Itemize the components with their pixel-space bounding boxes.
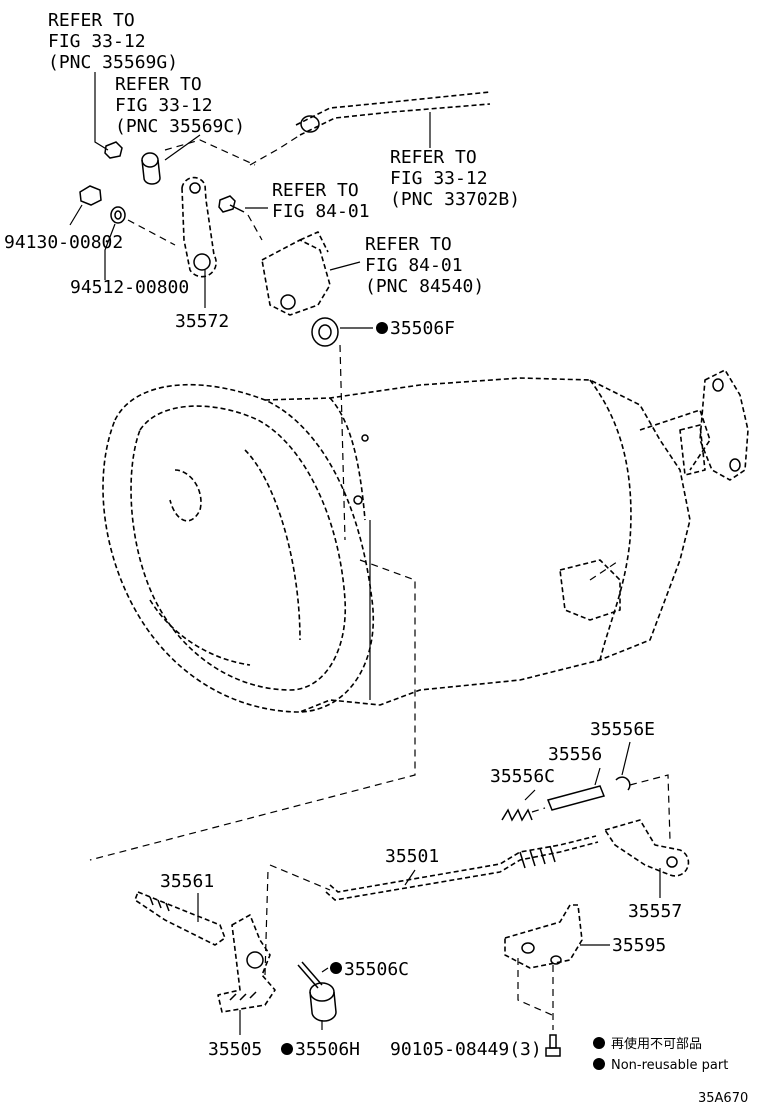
part-number: 35501 xyxy=(385,846,439,867)
part-number: 35556E xyxy=(590,719,655,740)
ref-line: (PNC 35569C) xyxy=(115,116,245,137)
part-number: 94130-00802 xyxy=(4,232,123,253)
ref-line: FIG 84-01 xyxy=(272,201,370,222)
rod-35501-icon: 35501 xyxy=(269,835,599,901)
part-number: 35556C xyxy=(490,766,555,787)
bolt-90105-icon: 90105-08449(3) xyxy=(390,1034,561,1060)
ref-35569g: REFER TO FIG 33-12 (PNC 35569G) xyxy=(48,10,178,73)
part-number: 90105-08449(3) xyxy=(390,1039,542,1060)
part-number: 35506C xyxy=(344,959,409,980)
bracket-35595-icon: 35595 xyxy=(504,904,666,1030)
nut-35569g-icon xyxy=(94,72,123,159)
ref-line: FIG 84-01 xyxy=(365,255,463,276)
pin-35506c-icon: 35506C xyxy=(297,959,409,989)
part-number: 35506H xyxy=(295,1039,360,1060)
legend-en: Non-reusable part xyxy=(611,1058,728,1073)
lever-35572-icon: 35572 xyxy=(175,176,229,332)
figure-code: 35A670 xyxy=(698,1091,748,1106)
bushing-35569c-icon xyxy=(141,134,201,185)
transmission-housing-icon xyxy=(89,369,749,861)
ref-line: FIG 33-12 xyxy=(48,31,146,52)
legend: 再使用不可部品 Non-reusable part xyxy=(593,1036,728,1073)
part-number: 35557 xyxy=(628,901,682,922)
legend-jp: 再使用不可部品 xyxy=(611,1036,702,1052)
ref-84-01: REFER TO FIG 84-01 xyxy=(272,180,370,222)
shaft-35561-icon: 35561 xyxy=(134,871,226,946)
part-number: 35556 xyxy=(548,744,602,765)
ref-84540: REFER TO FIG 84-01 (PNC 84540) xyxy=(365,234,484,297)
ref-line: REFER TO xyxy=(48,10,135,31)
ref-line: (PNC 33702B) xyxy=(390,189,520,210)
washer-94512-icon: 94512-00800 xyxy=(70,206,189,298)
part-number: 35505 xyxy=(208,1039,262,1060)
detent-spring-35557-icon: 35557 xyxy=(604,819,690,922)
part-number: 35572 xyxy=(175,311,229,332)
cable-end-icon xyxy=(164,91,491,166)
bolt-icon xyxy=(218,195,268,241)
pin-35556-icon: 35556 xyxy=(546,744,606,811)
nut-94130-icon: 94130-00802 xyxy=(4,185,123,253)
ref-line: FIG 33-12 xyxy=(390,168,488,189)
collar-35506h-icon: 35506H xyxy=(281,982,360,1060)
part-35556e: 35556E xyxy=(590,719,671,841)
ref-line: (PNC 35569G) xyxy=(48,52,178,73)
ref-line: FIG 33-12 xyxy=(115,95,213,116)
spring-35556c-icon: 35556C xyxy=(490,766,555,822)
switch-84540-icon xyxy=(261,231,361,316)
part-number: 94512-00800 xyxy=(70,277,189,298)
ref-35569c: REFER TO FIG 33-12 (PNC 35569C) xyxy=(115,74,245,137)
ref-33702b: REFER TO FIG 33-12 (PNC 33702B) xyxy=(390,147,520,210)
ref-line: REFER TO xyxy=(390,147,477,168)
part-number: 35595 xyxy=(612,935,666,956)
ref-line: (PNC 84540) xyxy=(365,276,484,297)
part-number: 35561 xyxy=(160,871,214,892)
ref-line: REFER TO xyxy=(115,74,202,95)
manual-lever-35505-icon: 35505 xyxy=(208,869,276,1060)
ref-line: REFER TO xyxy=(365,234,452,255)
part-number: 35506F xyxy=(390,318,455,339)
seal-35506f-icon: 35506F xyxy=(311,317,455,541)
ref-line: REFER TO xyxy=(272,180,359,201)
